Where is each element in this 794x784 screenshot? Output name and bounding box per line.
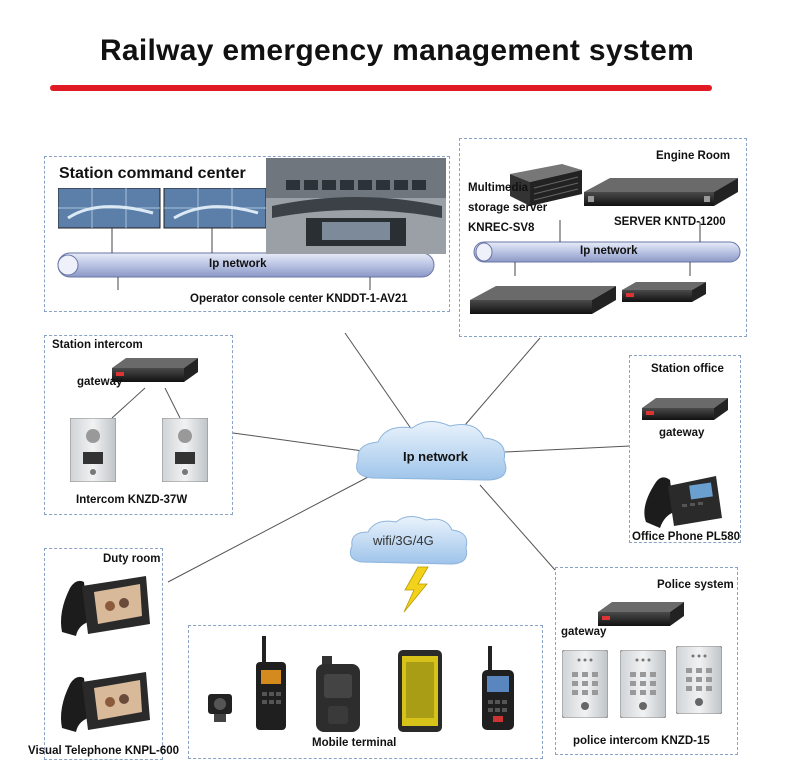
storage-label-line3: KNREC-SV8 [468,222,535,234]
duty-room-panel [44,548,163,760]
connection-lines [167,332,631,583]
video-wall-icon [58,188,267,229]
gateway-icon [112,358,198,382]
intercom-panel-icon [70,418,116,482]
page-title: Railway emergency management system [99,34,695,67]
video-phone-icon [61,672,150,732]
police-intercom-label: police intercom KNZD-15 [573,735,710,747]
intercom-panel-icon [676,646,722,714]
server-label: SERVER KNTD-1200 [614,216,726,228]
engine-room-heading: Engine Room [656,150,731,162]
lightning-icon [403,566,429,613]
rugged-phone-icon [398,650,442,732]
storage-server-label: Multimedia storage server KNREC-SV8 [468,178,547,238]
police-system-panel [555,567,738,755]
body-camera-icon [208,694,232,722]
video-phone-label: Visual Telephone KNPL-600 [28,745,180,757]
rugged-phone-icon [316,656,360,732]
station-office-panel [629,355,741,543]
storage-label-line1: Multimedia [468,182,529,194]
intercom-link-1 [111,387,146,419]
gateway-icon [622,282,706,302]
title-underline [50,85,712,91]
cloud-icon [349,516,468,565]
station-command-panel [44,156,450,312]
police-gateway-label: gateway [561,626,607,638]
wireless-cloud-label: wifi/3G/4G [373,533,434,548]
station-command-heading: Station command center [59,165,246,182]
duty-room-heading: Duty room [103,553,161,565]
station-office-heading: Station office [651,363,724,375]
gateway-icon [642,398,728,420]
engine-ip-label: Ip network [580,245,638,257]
intercom-gateway-label: gateway [77,376,123,388]
console-room-image [266,158,446,254]
desk-phone-icon [644,476,722,528]
storage-server-icon [510,164,582,206]
office-gateway-label: gateway [659,427,705,439]
intercom-panel-icon [162,418,208,482]
gateway-icon [598,602,684,626]
walkie-talkie-icon [482,646,514,730]
mobile-terminal-panel [188,625,543,759]
server-icon [584,178,738,206]
intercom-label: Intercom KNZD-37W [76,494,188,506]
cloud-icon [356,421,507,481]
intercom-link-2 [164,387,181,419]
server-icon [470,286,616,314]
intercom-panel-icon [562,650,608,718]
center-cloud-label: Ip network [403,449,469,464]
police-system-heading: Police system [657,579,734,591]
command-ip-pipe [57,228,435,290]
command-ip-label: Ip network [209,258,267,270]
station-intercom-heading: Station intercom [52,339,143,351]
walkie-talkie-icon [256,636,286,730]
station-intercom-panel [44,335,233,515]
storage-label-line2: storage server [468,202,548,214]
mobile-terminal-label: Mobile terminal [312,737,397,749]
intercom-panel-icon [620,650,666,718]
video-phone-icon [61,576,150,636]
engine-ip-pipe [473,220,741,276]
engine-room-panel [459,138,747,337]
console-label: Operator console center KNDDT-1-AV21 [190,293,408,305]
office-phone-label: Office Phone PL580 [632,531,741,543]
